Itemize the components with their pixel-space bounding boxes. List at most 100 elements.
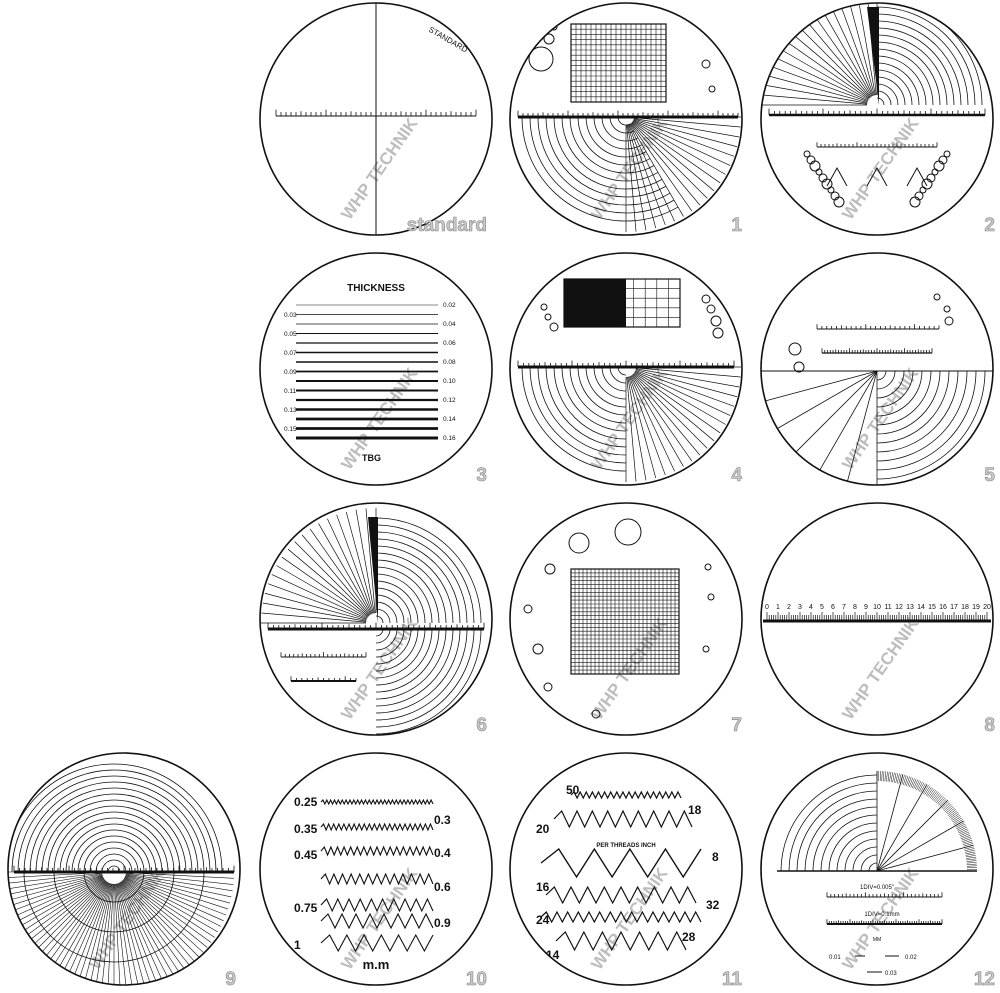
arc	[95, 853, 133, 873]
radial-line	[965, 855, 976, 858]
reference-circle	[523, 604, 533, 614]
panel-number: 3	[476, 465, 487, 486]
radial-line	[301, 534, 370, 616]
grid-frame	[570, 568, 680, 675]
radial-line	[876, 784, 928, 872]
reference-circle	[793, 361, 805, 373]
thread-pitch-label: 0.6	[434, 880, 451, 894]
lens-circle	[509, 752, 743, 986]
thread-pitch-label: 0.75	[294, 901, 318, 915]
reference-circle	[914, 191, 924, 201]
arc	[8, 763, 223, 873]
arc	[796, 790, 878, 872]
radial-line	[960, 834, 971, 839]
arc	[625, 206, 679, 222]
radial-line	[633, 120, 731, 166]
panel-number: 11	[722, 969, 743, 990]
radial-line	[765, 74, 868, 103]
thickness-value: 0.08	[443, 359, 456, 366]
radial-line	[632, 120, 726, 175]
thread-profile	[320, 897, 434, 913]
thickness-value: 0.03	[284, 312, 297, 319]
thickness-title: THICKNESS	[347, 283, 405, 294]
arc	[569, 366, 627, 424]
arc	[553, 366, 627, 440]
radial-line	[635, 370, 735, 407]
thread-profile	[320, 798, 434, 806]
arc	[71, 829, 157, 873]
panel-number: 7	[731, 715, 742, 736]
radial-line	[633, 118, 738, 148]
thread-profile	[320, 822, 434, 832]
arc	[876, 34, 948, 106]
radial-line	[939, 798, 947, 807]
reference-circle	[543, 33, 555, 45]
gauge-value: 0.02	[905, 955, 917, 961]
radial-line	[837, 3, 874, 96]
arc	[375, 628, 419, 672]
radial-line	[907, 776, 912, 787]
radial-line	[965, 853, 976, 856]
radial-line	[906, 776, 910, 786]
radial-line	[946, 807, 955, 815]
arc	[83, 871, 145, 903]
radial-line	[889, 771, 892, 782]
scale-number: 7	[842, 604, 846, 611]
reference-circle	[544, 563, 556, 575]
division-label: 1DIV=0.005"	[860, 885, 894, 891]
scale-number: 14	[917, 604, 925, 611]
scale-number: 16	[939, 604, 947, 611]
arc	[375, 628, 461, 714]
arc	[101, 859, 127, 873]
radial-line	[633, 119, 735, 157]
arc	[625, 179, 663, 190]
arc	[601, 116, 627, 142]
panel-number: 1	[731, 215, 742, 236]
radial-line	[930, 790, 938, 800]
arc	[375, 566, 433, 624]
tbg-mark: TBG	[362, 453, 381, 463]
radial-line	[355, 509, 375, 614]
radial-line	[927, 787, 934, 797]
arc	[876, 370, 959, 453]
scale-number: 0	[765, 604, 769, 611]
arc	[876, 370, 896, 390]
arc	[876, 370, 986, 480]
radial-line	[950, 813, 960, 820]
arc	[375, 517, 482, 624]
arc	[820, 814, 878, 872]
arc	[876, 370, 905, 399]
radial-line	[887, 771, 890, 782]
scale-number: 15	[928, 604, 936, 611]
radial-line	[884, 771, 886, 782]
arc	[89, 847, 139, 873]
reference-circle	[707, 593, 715, 601]
arc	[375, 628, 426, 679]
thread-profile	[545, 885, 697, 905]
arc	[375, 552, 447, 624]
radial-line	[917, 781, 923, 791]
radial-line	[959, 831, 970, 837]
reference-circle	[921, 178, 933, 190]
unit-label: m.m	[363, 957, 390, 972]
thread-pitch-label: 0.45	[294, 848, 318, 862]
arc	[11, 769, 217, 873]
arc	[375, 615, 384, 624]
arc	[561, 116, 627, 182]
radial-line	[966, 858, 977, 861]
radial-line	[631, 121, 715, 192]
radial-line	[635, 368, 740, 388]
tpi-label: 50	[566, 783, 580, 797]
radial-line	[941, 801, 950, 809]
reference-circle	[528, 46, 554, 72]
radial-line	[951, 814, 961, 821]
radial-line	[777, 370, 878, 429]
radial-line	[627, 376, 647, 481]
reference-circle	[540, 303, 548, 311]
radial-line	[943, 803, 952, 811]
radial-line	[897, 773, 900, 784]
arc	[537, 116, 627, 206]
arc	[375, 580, 419, 624]
radial-line	[630, 122, 701, 206]
